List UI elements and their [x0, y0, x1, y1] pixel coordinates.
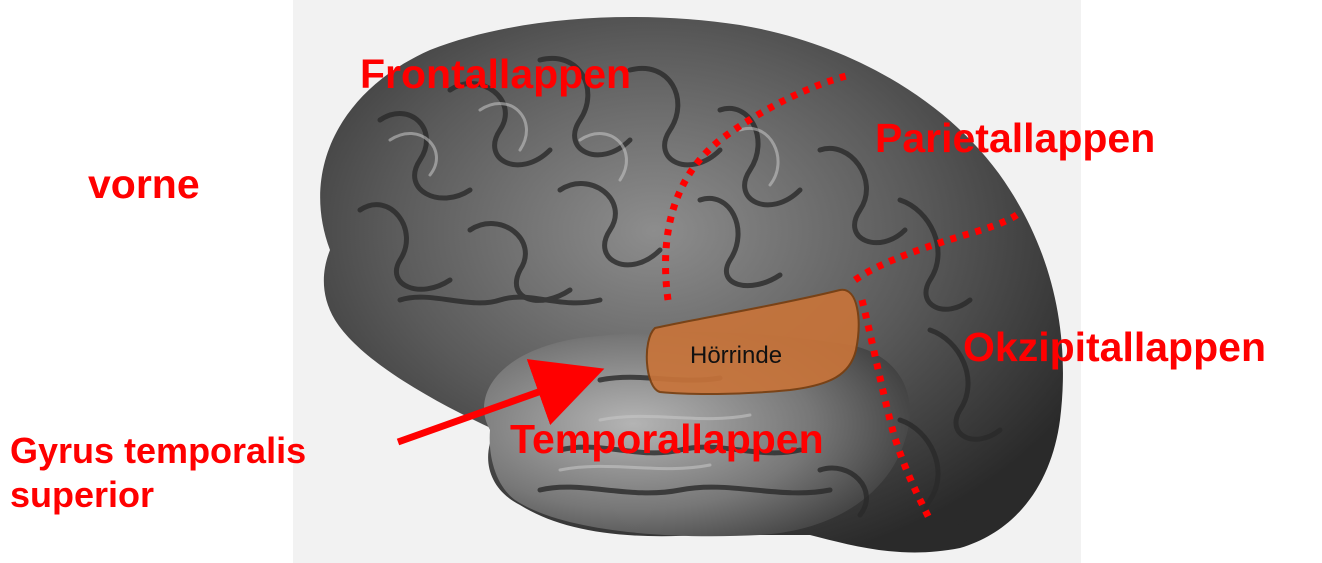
gyrus-label-line1: Gyrus temporalis — [10, 429, 306, 473]
parietal-lobe-label: Parietallappen — [875, 117, 1155, 160]
frontal-lobe-label: Frontallappen — [360, 53, 631, 96]
gyrus-temporalis-label: Gyrus temporalis superior — [10, 429, 306, 517]
gyrus-label-line2: superior — [10, 473, 306, 517]
auditory-cortex-label: Hörrinde — [690, 342, 782, 370]
temporal-lobe-label: Temporallappen — [510, 418, 824, 461]
front-direction-label: vorne — [88, 163, 200, 206]
occipital-lobe-label: Okzipitallappen — [963, 326, 1266, 369]
